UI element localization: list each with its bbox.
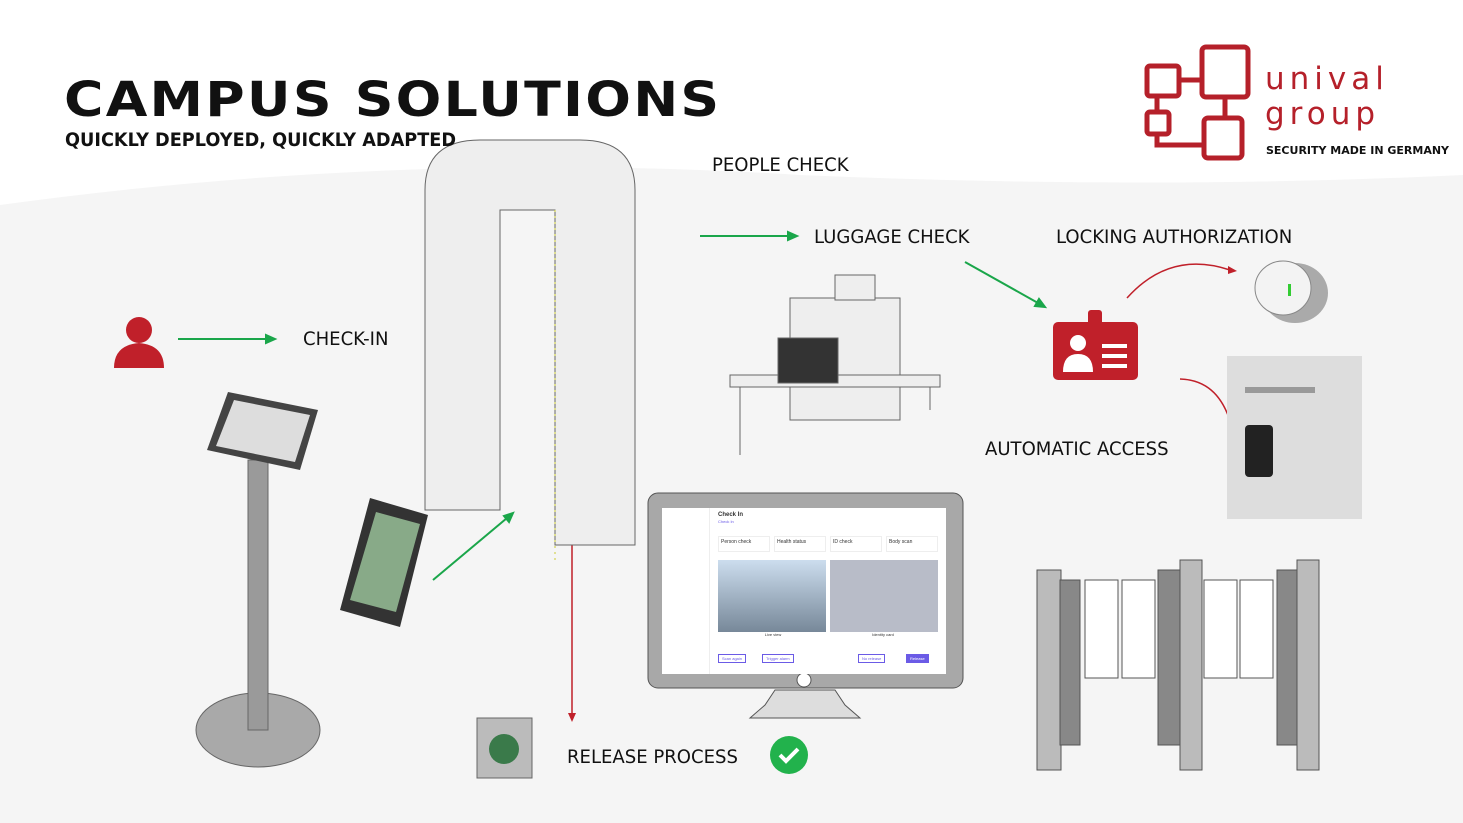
logo-wordmark-line2: group: [1265, 96, 1381, 132]
logo-tagline: SECURITY MADE IN GERMANY: [1266, 144, 1450, 157]
logo-wordmark-line1: unival: [1265, 61, 1389, 97]
step-luggage-check: LUGGAGE CHECK: [814, 226, 970, 248]
turnstile-gates: [1036, 559, 1320, 771]
screen-title: Check In: [718, 512, 744, 518]
green-arrows: [178, 230, 1048, 581]
identity-card-label: Identity card: [872, 632, 894, 637]
screen-tab: Check In: [718, 519, 734, 524]
page-subtitle: QUICKLY DEPLOYED, QUICKLY ADAPTED: [65, 129, 456, 151]
step-release-process: RELEASE PROCESS: [567, 746, 738, 768]
xray-luggage-scanner: [729, 274, 941, 455]
card-health-status: Health status: [774, 536, 826, 552]
screen-sidebar: [662, 508, 710, 674]
electronic-lock-cylinder: [1254, 260, 1328, 323]
card-body-scan: Body scan: [886, 536, 938, 552]
identity-card-image: [830, 560, 938, 632]
person-icon: [114, 317, 164, 368]
door-with-lock: [1227, 356, 1362, 519]
unival-logo-mark: [1144, 44, 1251, 161]
checkmark-icon: [770, 736, 808, 774]
step-check-in: CHECK-IN: [303, 328, 389, 350]
live-view-label: Live view: [764, 632, 782, 637]
check-in-screen: Check In Check In Person check Health st…: [662, 508, 946, 674]
walkthrough-metal-detector: [424, 139, 636, 560]
release-button-device: [476, 717, 533, 779]
step-locking-authorization: LOCKING AUTHORIZATION: [1056, 226, 1293, 248]
no-release-button[interactable]: No release: [858, 654, 886, 663]
step-people-check: PEOPLE CHECK: [712, 154, 849, 176]
id-badge-icon: [1053, 310, 1138, 380]
live-view-image: [718, 560, 826, 632]
card-id-check: ID check: [830, 536, 882, 552]
card-person-check: Person check: [718, 536, 770, 552]
step-automatic-access: AUTOMATIC ACCESS: [985, 438, 1169, 460]
tablet-kiosk: [195, 392, 321, 768]
scan-again-button[interactable]: Scan again: [718, 654, 747, 663]
trigger-alarm-button[interactable]: Trigger alarm: [762, 654, 794, 663]
page-title: CAMPUS SOLUTIONS: [64, 72, 722, 128]
release-button[interactable]: Release: [906, 654, 929, 663]
mobile-scanner: [340, 498, 428, 627]
